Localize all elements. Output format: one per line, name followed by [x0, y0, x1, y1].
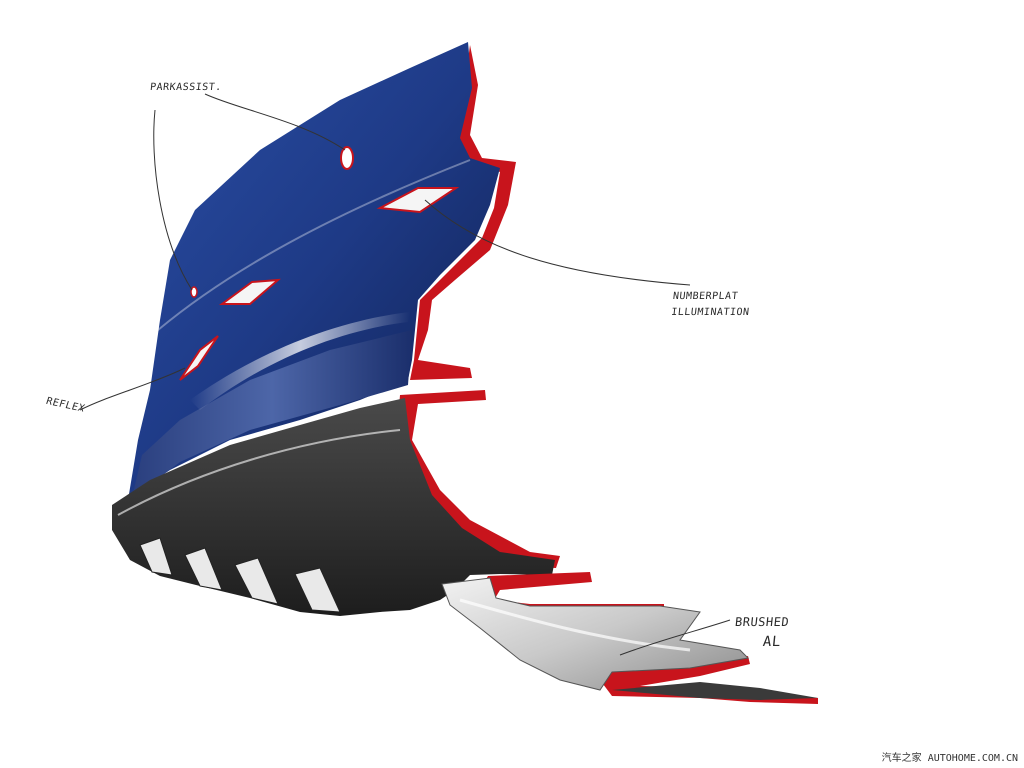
diffuser-fin-2: [184, 547, 223, 591]
label-brushed-line1: BRUSHED: [734, 615, 790, 629]
leader-brushed: [619, 619, 731, 656]
label-brushed-al: BRUSHED AL: [732, 612, 790, 652]
label-brushed-line2: AL: [762, 634, 782, 650]
blue-lower-band: [132, 330, 412, 498]
park-assist-sensor-left: [190, 286, 198, 298]
label-number-plate-line2: ILLUMINATION: [670, 307, 751, 318]
diffuser-fin-4: [294, 567, 341, 613]
diffuser-fin-3: [234, 557, 279, 605]
watermark: 汽车之家 AUTOHOME.COM.CN: [881, 753, 1018, 764]
leader-reflex: [79, 367, 186, 411]
label-park-assist: PARKASSIST.: [149, 82, 223, 93]
splitter-shine: [459, 598, 691, 652]
lower-red-trim: [470, 572, 664, 612]
diffuser-fin-1: [139, 537, 173, 576]
middle-red-trim: [398, 390, 560, 568]
splitter-shadow: [612, 682, 818, 700]
body-highlight: [190, 312, 410, 410]
number-plate-light-left: [218, 278, 281, 305]
leader-park-assist: [204, 93, 346, 151]
reflex-reflector: [179, 335, 219, 381]
diffuser-edge-highlight: [117, 429, 401, 516]
body-crease-line: [157, 159, 471, 331]
label-number-plate-line1: NUMBERPLAT: [672, 291, 739, 302]
dark-diffuser: [112, 398, 555, 616]
label-number-plate-illumination: NUMBERPLAT ILLUMINATION: [670, 289, 752, 321]
leader-number-plate: [424, 199, 691, 286]
park-assist-sensor: [340, 146, 354, 170]
leader-park-assist-left: [153, 109, 193, 291]
number-plate-light-right: [376, 187, 460, 214]
